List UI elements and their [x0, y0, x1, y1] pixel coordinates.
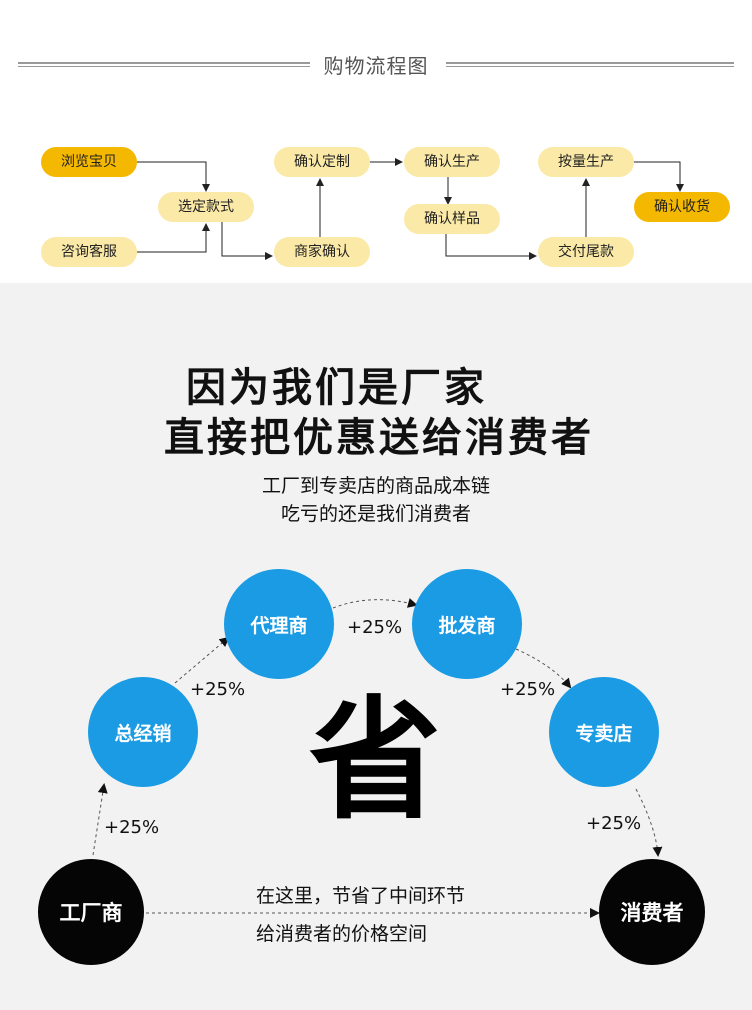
arrow-select-to-merchant — [221, 222, 273, 260]
node-wholesaler: 批发商 — [412, 569, 522, 679]
arrow-quantity-to-receipt — [634, 161, 684, 192]
flow-node-browse: 浏览宝贝 — [41, 147, 137, 177]
factory-direct-section: 因为我们是厂家 直接把优惠送给消费者 工厂到专卖店的商品成本链 吃亏的还是我们消… — [0, 283, 752, 1010]
flow-node-confirm-custom: 确认定制 — [274, 147, 370, 177]
node-factory: 工厂商 — [38, 859, 144, 965]
node-consumer: 消费者 — [599, 859, 705, 965]
flow-node-confirm-production: 确认生产 — [404, 147, 500, 177]
subtitle-line-1: 工厂到专卖店的商品成本链 — [261, 475, 490, 497]
flow-node-production-by-quantity: 按量生产 — [538, 147, 634, 177]
savings-note-line-1: 在这里，节省了中间环节 — [256, 885, 466, 907]
flow-node-merchant-confirm: 商家确认 — [274, 237, 370, 267]
arrow-distributor-to-agent — [174, 636, 230, 684]
flow-node-consult: 咨询客服 — [41, 237, 137, 267]
title-rule-right — [446, 62, 734, 67]
markup-wholesaler-store: +25% — [500, 679, 556, 700]
arrow-sample-to-balance — [445, 234, 537, 260]
markup-factory-distributor: +25% — [104, 817, 160, 838]
headline-line-2: 直接把优惠送给消费者 — [164, 415, 594, 461]
arrow-factory-to-distributor — [92, 783, 108, 856]
markup-store-consumer: +25% — [586, 813, 642, 834]
title-rule-left — [18, 62, 310, 67]
node-distributor: 总经销 — [88, 677, 198, 787]
chain-arrows — [92, 598, 663, 918]
arrow-agent-to-wholesaler — [332, 598, 418, 609]
subtitle-line-2: 吃亏的还是我们消费者 — [280, 503, 471, 525]
flow-arrows — [136, 158, 684, 260]
markup-distributor-agent: +25% — [190, 679, 246, 700]
markup-agent-wholesaler: +25% — [347, 617, 403, 638]
node-store: 专卖店 — [549, 677, 659, 787]
headline-line-1: 因为我们是厂家 — [186, 365, 487, 411]
flow-node-confirm-sample: 确认样品 — [404, 204, 500, 234]
save-character: 省 — [309, 684, 441, 838]
purchase-flow-section: 购物流程图 浏览宝贝 咨询客服 — [0, 0, 752, 280]
flow-node-select: 选定款式 — [158, 192, 254, 222]
arrow-browse-to-select — [136, 161, 210, 192]
arrow-wholesaler-to-store — [515, 648, 572, 689]
flow-node-pay-balance: 交付尾款 — [538, 237, 634, 267]
savings-note-line-2: 给消费者的价格空间 — [256, 923, 428, 945]
flow-node-confirm-receipt: 确认收货 — [634, 192, 730, 222]
arrow-consult-to-select — [136, 223, 210, 253]
flow-title: 购物流程图 — [323, 54, 429, 78]
node-agent: 代理商 — [224, 569, 334, 679]
arrow-store-to-consumer — [635, 788, 663, 857]
